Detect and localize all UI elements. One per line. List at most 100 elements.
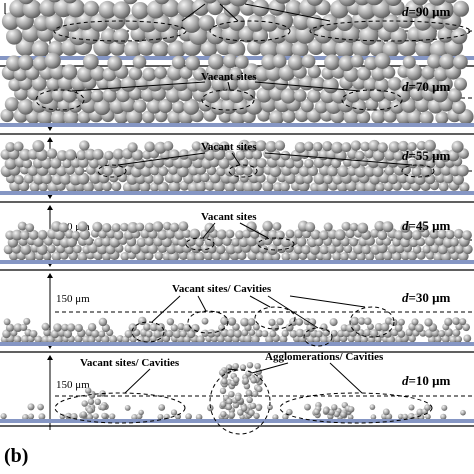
particle [452, 317, 460, 325]
particle [443, 173, 454, 184]
particle [183, 323, 192, 332]
particle [13, 323, 23, 332]
particle [74, 165, 85, 176]
particle [323, 407, 330, 414]
particle [128, 323, 137, 332]
particle [354, 335, 363, 343]
particle [361, 244, 372, 255]
particle [84, 148, 97, 161]
particle [247, 318, 256, 326]
particle [143, 335, 151, 343]
particle [242, 229, 252, 239]
particle [400, 223, 411, 233]
particle [77, 172, 90, 185]
particle [170, 324, 178, 332]
particle [455, 335, 462, 343]
particle [364, 148, 374, 159]
particle [453, 54, 468, 70]
particle [19, 0, 34, 5]
particle [249, 402, 257, 410]
particle [177, 0, 196, 18]
particle [323, 222, 333, 232]
particle [235, 165, 246, 176]
particle [393, 150, 404, 161]
particle [43, 236, 54, 246]
panel-separators [0, 65, 474, 427]
particle [425, 413, 431, 420]
particle [118, 158, 128, 168]
particle [219, 387, 227, 395]
particle [204, 236, 215, 247]
particle [272, 222, 282, 231]
particle [158, 98, 173, 114]
particle [341, 142, 352, 153]
particle [357, 0, 377, 20]
particle [341, 221, 351, 231]
d-prefix: d [402, 373, 409, 388]
particle [382, 41, 400, 58]
particle [25, 223, 35, 233]
particle [113, 230, 124, 240]
particle [439, 53, 455, 70]
particle [168, 180, 181, 193]
particle [411, 318, 419, 326]
particle [94, 98, 111, 116]
particle [289, 330, 298, 338]
particle [235, 150, 246, 161]
particle [81, 400, 88, 407]
particle [291, 40, 309, 58]
particle [295, 318, 304, 326]
particle [310, 229, 321, 240]
particle [2, 329, 11, 339]
particle [272, 414, 279, 421]
particle [259, 39, 279, 59]
particle [370, 414, 377, 420]
particle [77, 252, 88, 262]
particle [100, 28, 117, 44]
particle [324, 54, 340, 71]
particle [415, 323, 424, 333]
particle [178, 221, 189, 232]
particle [254, 363, 261, 370]
particle [337, 329, 345, 338]
particle [124, 329, 133, 338]
particle [102, 67, 117, 82]
particle [407, 158, 418, 169]
particle [13, 141, 24, 152]
particle [255, 404, 262, 412]
particle [140, 87, 156, 102]
scale-text: 150 μm [56, 379, 90, 391]
particle [347, 335, 356, 343]
particle [157, 414, 164, 420]
particle [39, 0, 57, 17]
particle [137, 335, 145, 344]
particle [398, 318, 405, 326]
particle [120, 252, 130, 261]
particle [200, 40, 218, 57]
particle [95, 165, 105, 176]
particle [196, 335, 205, 344]
particle [408, 404, 415, 411]
particle [28, 229, 39, 240]
particle [172, 329, 182, 339]
particle [353, 324, 361, 332]
particle [101, 181, 113, 192]
particle [13, 335, 22, 344]
particle [293, 89, 307, 102]
particle [182, 229, 192, 239]
particle [420, 165, 433, 178]
particle [437, 229, 448, 239]
particle [259, 244, 268, 254]
particle [331, 404, 338, 411]
particle [17, 98, 34, 115]
particle [251, 180, 262, 192]
particle [101, 412, 108, 420]
particle [334, 229, 346, 241]
particle [301, 54, 316, 69]
particle [463, 334, 472, 343]
particle [280, 88, 296, 104]
particle [0, 108, 14, 123]
particle [256, 385, 263, 393]
particle [402, 55, 416, 69]
particle [286, 408, 293, 416]
